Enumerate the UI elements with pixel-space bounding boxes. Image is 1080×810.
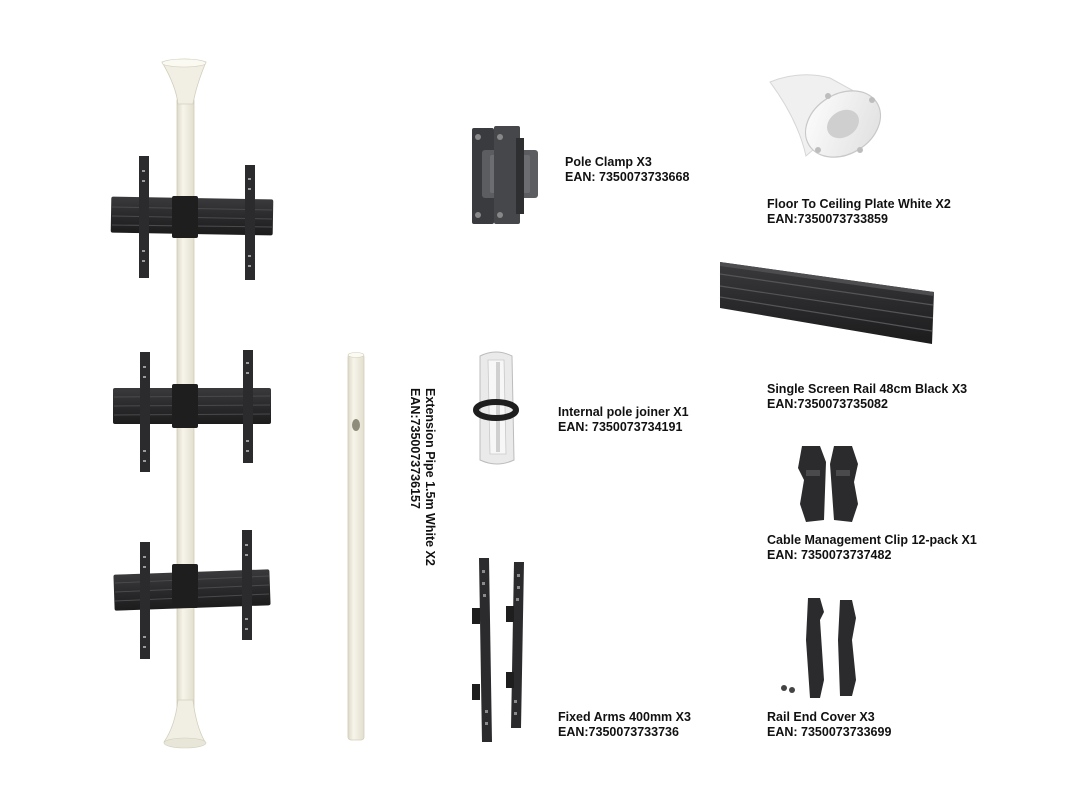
- part-ean: EAN:7350073735082: [767, 397, 888, 411]
- assembled-stand-icon: [110, 58, 274, 749]
- part-label-rail-end-cover: Rail End Cover X3 EAN: 7350073733699: [767, 710, 891, 740]
- part-name: Fixed Arms 400mm X3: [558, 710, 691, 724]
- part-label-floor-ceiling-plate: Floor To Ceiling Plate White X2 EAN:7350…: [767, 197, 951, 227]
- extension-pipe-icon: [347, 352, 365, 741]
- pole-clamp-icon: [472, 126, 538, 224]
- part-name: Internal pole joiner X1: [558, 405, 689, 419]
- pole-joiner-icon: [473, 351, 519, 465]
- part-ean: EAN: 7350073733668: [565, 170, 690, 184]
- part-ean: EAN:7350073733736: [558, 725, 679, 739]
- part-label-cable-clip: Cable Management Clip 12-pack X1 EAN: 73…: [767, 533, 977, 563]
- part-name: Pole Clamp X3: [565, 155, 652, 169]
- part-label-fixed-arms: Fixed Arms 400mm X3 EAN:7350073733736: [558, 710, 691, 740]
- part-name: Extension Pipe 1.5m White X2: [423, 388, 437, 566]
- part-label-pole-clamp: Pole Clamp X3 EAN: 7350073733668: [565, 155, 689, 185]
- part-ean: EAN: 7350073733699: [767, 725, 892, 739]
- part-label-internal-pole-joiner: Internal pole joiner X1 EAN: 73500737341…: [558, 405, 689, 435]
- part-label-extension-pipe: Extension Pipe 1.5m White X2 EAN:7350073…: [407, 388, 437, 566]
- part-ean: EAN:7350073733859: [767, 212, 888, 226]
- ceiling-plate-icon: [769, 74, 882, 158]
- cable-clip-icon: [798, 446, 858, 522]
- part-name: Rail End Cover X3: [767, 710, 875, 724]
- part-name: Single Screen Rail 48cm Black X3: [767, 382, 968, 396]
- rail-end-cover-icon: [781, 598, 856, 698]
- part-name: Floor To Ceiling Plate White X2: [767, 197, 951, 211]
- fixed-arms-icon: [472, 558, 524, 742]
- part-name: Cable Management Clip 12-pack X1: [767, 533, 977, 547]
- part-ean: EAN:7350073736157: [408, 388, 422, 509]
- part-ean: EAN: 7350073737482: [767, 548, 892, 562]
- part-ean: EAN: 7350073734191: [558, 420, 683, 434]
- part-label-single-screen-rail: Single Screen Rail 48cm Black X3 EAN:735…: [767, 382, 967, 412]
- screen-rail-icon: [719, 262, 934, 344]
